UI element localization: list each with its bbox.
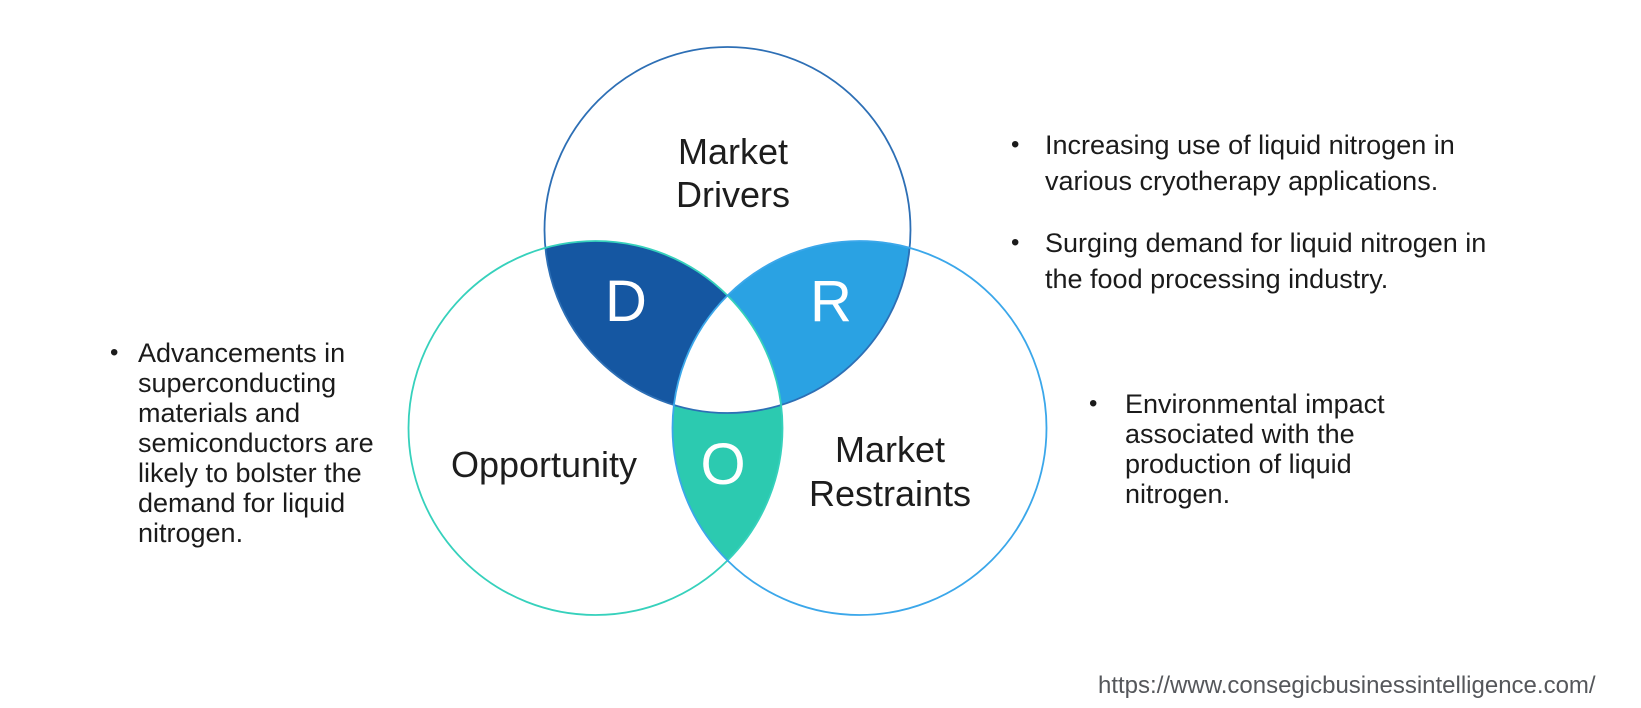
o-letter: O [700,432,746,497]
restraints-circle [671,240,1048,616]
list-item: • Environmental impact associated with t… [1080,389,1420,509]
r-region [672,241,911,413]
opportunity-label: Opportunity [450,444,638,485]
drivers-circle [543,46,912,414]
opportunity-bullets: • Advancements in superconducting materi… [101,338,401,548]
opportunity-circle [407,240,784,616]
restraints-bullet-1: Environmental impact associated with the… [1125,389,1385,509]
drivers-bullet-2: Surging demand for liquid nitrogen in th… [1045,228,1487,294]
restraints-bullets: • Environmental impact associated with t… [1080,389,1420,509]
drivers-bullet-1: Increasing use of liquid nitrogen in var… [1045,130,1455,196]
list-item: • Surging demand for liquid nitrogen in … [1001,225,1521,297]
restraints-label: Market Restraints [808,429,972,514]
bullet-icon: • [1011,131,1020,158]
bullet-icon: • [1011,229,1020,256]
r-letter: R [810,269,852,334]
drivers-label: Market Drivers [676,131,790,215]
drivers-bullets: • Increasing use of liquid nitrogen in v… [1001,127,1521,323]
list-item: • Advancements in superconducting materi… [101,338,401,548]
d-letter: D [605,269,647,334]
source-url: https://www.consegicbusinessintelligence… [1098,672,1596,699]
opportunity-bullet-1: Advancements in superconducting material… [138,338,374,548]
d-region [544,241,783,413]
bullet-icon: • [1089,390,1098,417]
list-item: • Increasing use of liquid nitrogen in v… [1001,127,1521,199]
bullet-icon: • [110,339,119,366]
